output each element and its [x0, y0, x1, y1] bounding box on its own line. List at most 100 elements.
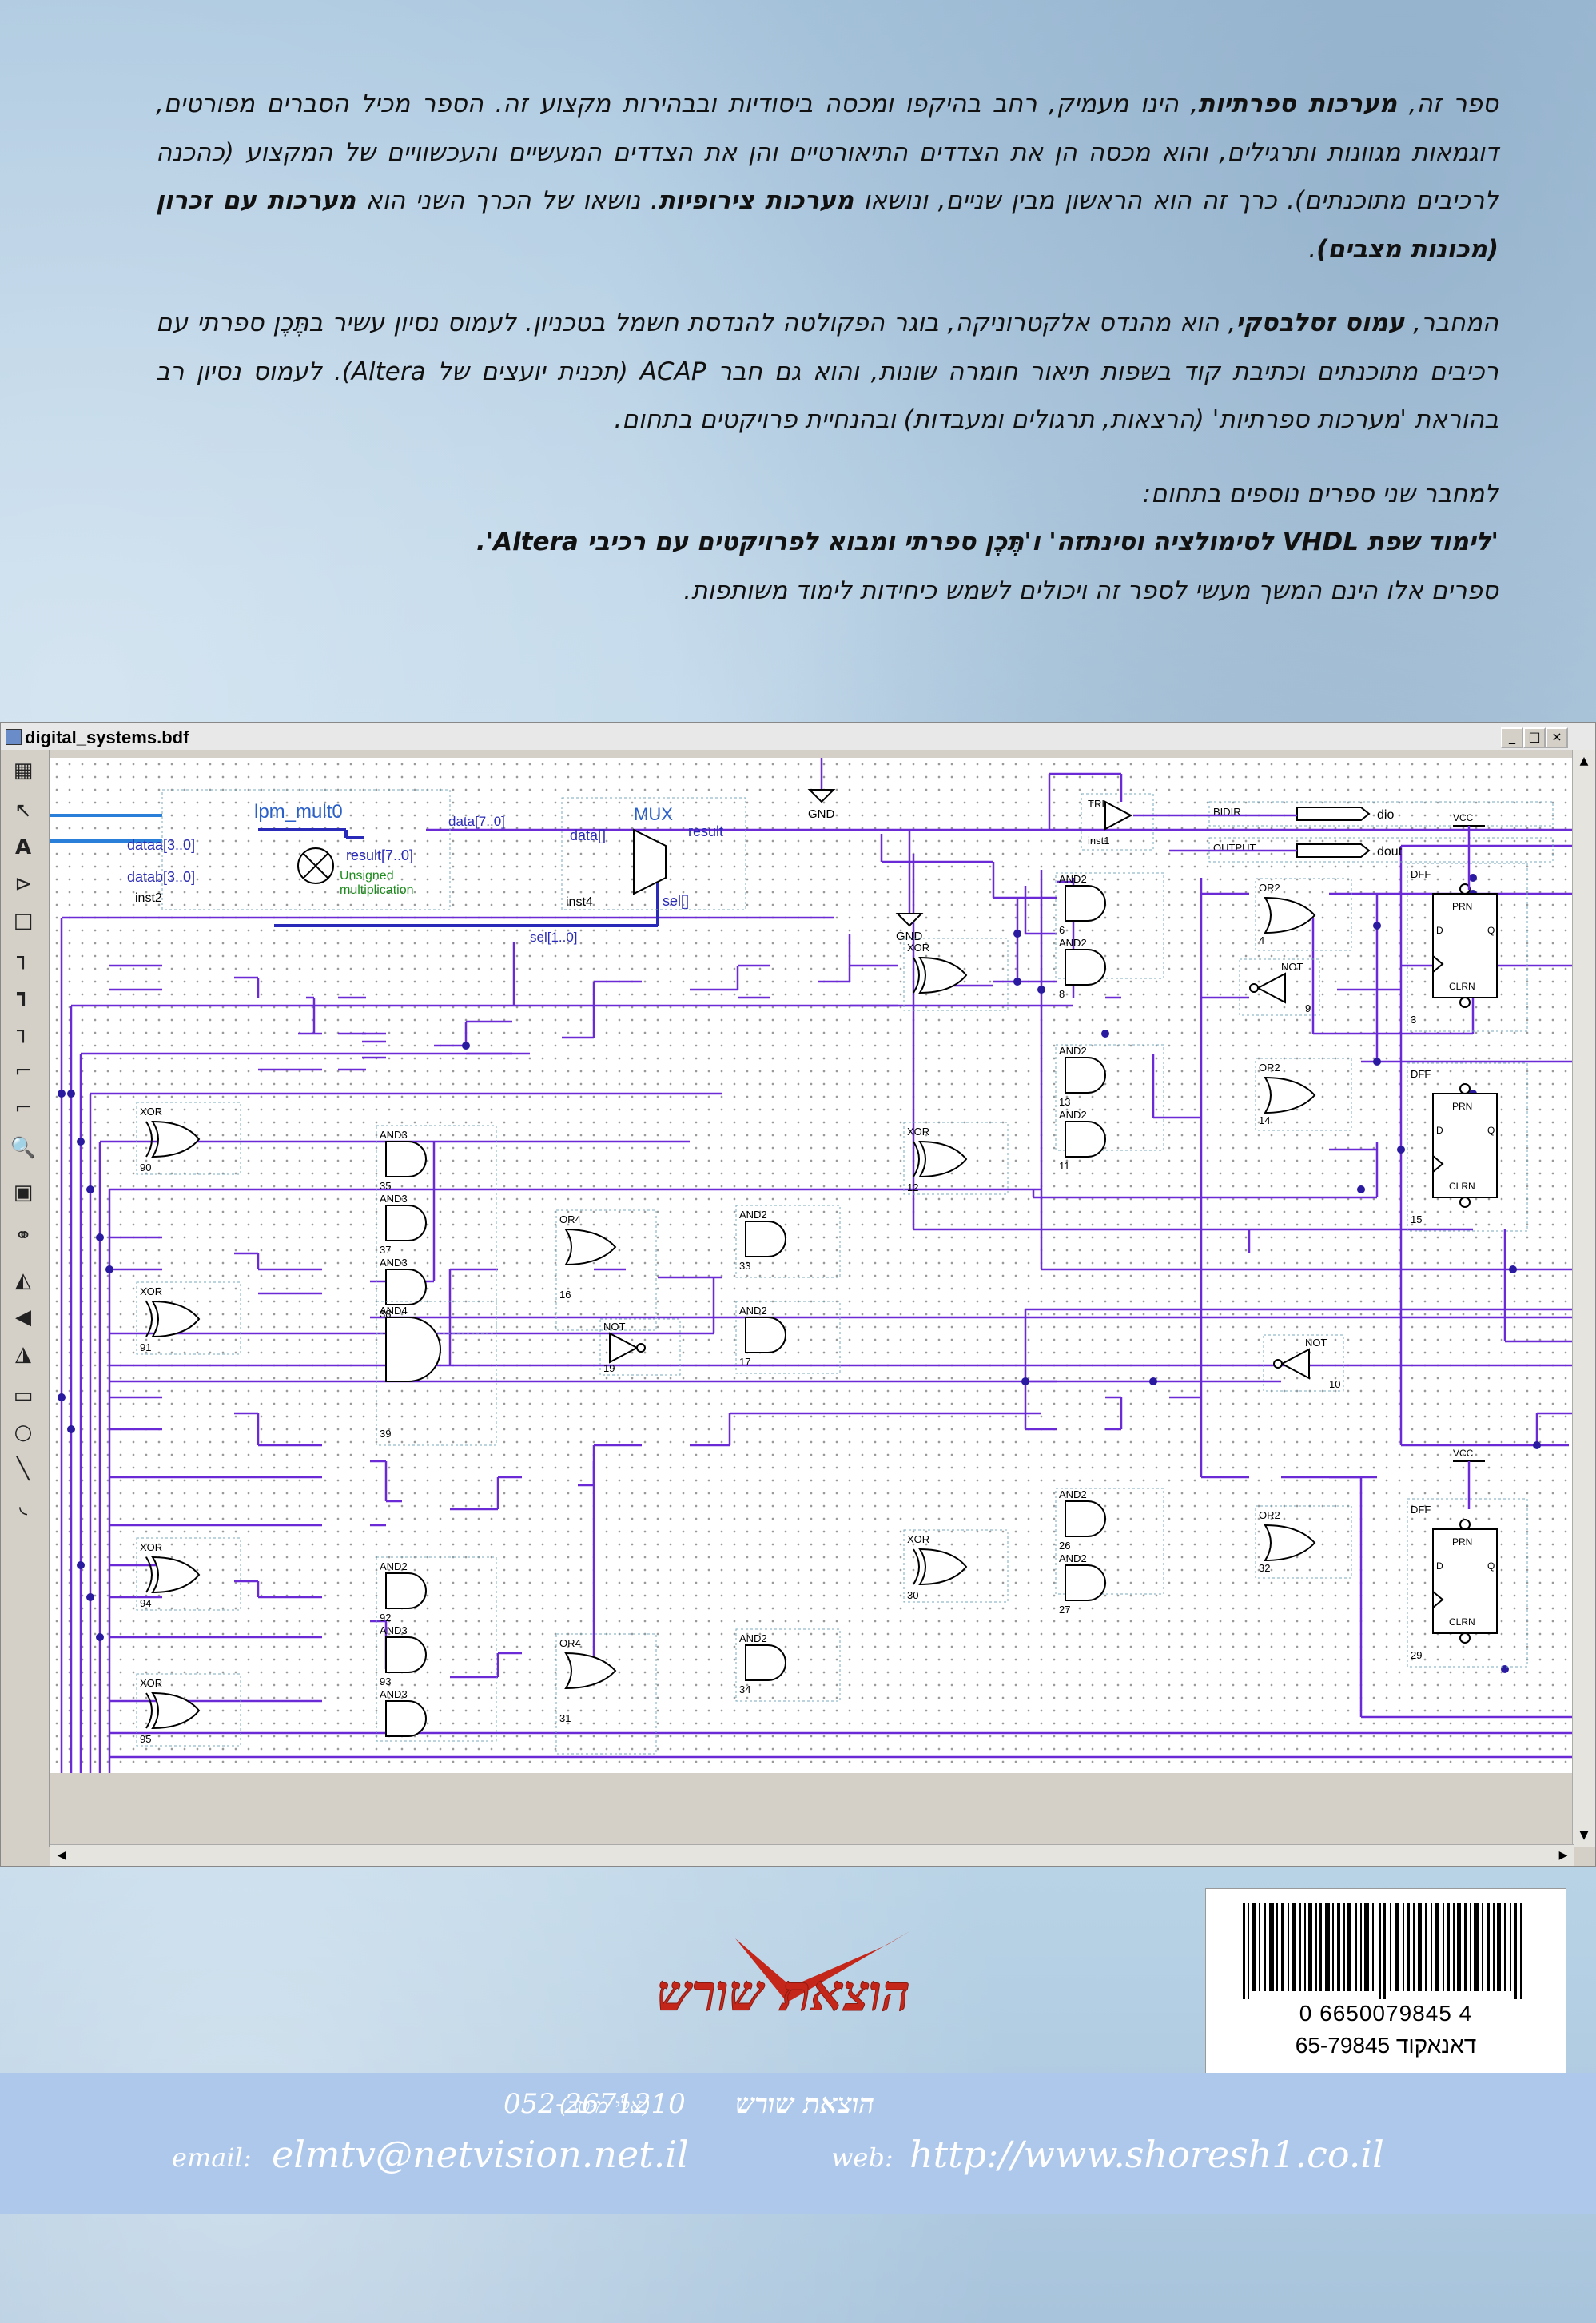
minimize-button[interactable]: _ [1501, 727, 1523, 748]
block-properties-icon[interactable]: ▦ [13, 759, 34, 783]
and4-gate-39: AND4 39 [376, 1301, 497, 1446]
back-cover-blurb: ספר זה, מערכות ספרתיות, הינו מעמיק, רחב … [156, 80, 1498, 615]
barcode-box: 0 6650079845 4 65-79845 דאנאקוד [1205, 1888, 1566, 2075]
flip-vertical-icon[interactable]: ◀ [15, 1305, 31, 1329]
blurb-paragraph-3: למחבר שני ספרים נוספים בתחום: [1142, 479, 1498, 508]
svg-text:D: D [1436, 925, 1443, 936]
horizontal-scrollbar[interactable]: ◀ ▶ [50, 1844, 1574, 1866]
symbol-tool-icon[interactable]: ⊳ [14, 872, 32, 896]
svg-text:93: 93 [380, 1676, 391, 1687]
web-label: web: [831, 2142, 894, 2173]
email-link[interactable]: elmtv@netvision.net.il [272, 2133, 689, 2176]
maximize-button[interactable]: □ [1523, 727, 1546, 748]
publisher-logo: הוצאת שורש [615, 1907, 959, 2034]
publisher-name: הוצאת שורש [735, 2088, 875, 2120]
full-screen-icon[interactable]: ▣ [13, 1181, 34, 1205]
document-icon [6, 729, 22, 745]
blurb-paragraph-1: ספר זה, מערכות ספרתיות, הינו מעמיק, רחב … [156, 90, 1499, 264]
or4-gate-16: OR4 16 [555, 1209, 657, 1331]
web-link[interactable]: http://www.shoresh1.co.il [909, 2133, 1384, 2176]
svg-text:AND2: AND2 [1059, 873, 1087, 885]
scroll-up-icon[interactable]: ▲ [1579, 755, 1589, 767]
svg-text:DFF: DFF [1411, 1068, 1431, 1080]
close-button[interactable]: × [1546, 727, 1568, 748]
rotate-icon[interactable]: ◮ [15, 1342, 31, 1366]
svg-text:OR2: OR2 [1259, 882, 1280, 894]
and3-gate-93: AND3 93 [380, 1624, 427, 1687]
output-pin-block [1208, 837, 1554, 863]
svg-text:8: 8 [1059, 988, 1065, 1000]
svg-text:NOT: NOT [1281, 961, 1303, 973]
svg-text:10: 10 [1329, 1378, 1340, 1390]
schematic-canvas[interactable]: lpm_mult0 dataa[3..0] datab[3..0] result… [50, 758, 1572, 1773]
svg-text:PRN: PRN [1452, 1101, 1472, 1112]
conduit-tool-icon[interactable]: ┐ [17, 1019, 30, 1043]
svg-text:34: 34 [739, 1683, 750, 1695]
line-tool-icon[interactable]: ╲ [17, 1457, 30, 1481]
svg-text:Q: Q [1487, 1560, 1495, 1572]
svg-text:39: 39 [380, 1428, 391, 1440]
tri-symbol [1104, 800, 1133, 831]
scroll-right-icon[interactable]: ▶ [1558, 1849, 1568, 1862]
gnd-symbol-1: GND [807, 758, 836, 821]
not-gate-9: NOT 9 [1239, 958, 1320, 1016]
svg-text:91: 91 [140, 1341, 151, 1353]
barcode-number: 0 6650079845 4 [1299, 2001, 1473, 2026]
block-tool-icon[interactable]: □ [13, 909, 34, 933]
danacode: 65-79845 דאנאקוד [1295, 2033, 1477, 2058]
svg-text:Q: Q [1487, 925, 1495, 936]
and2-gate-92: AND2 92 [376, 1556, 497, 1742]
svg-text:26: 26 [1059, 1540, 1070, 1552]
and3-gate-95: AND3 [380, 1688, 427, 1737]
window-titlebar: digital_systems.bdf _ □ × [1, 723, 1595, 750]
vcc-2: VCC [1453, 1448, 1485, 1509]
lpm-inst: inst2 [135, 891, 162, 905]
wires [60, 828, 1572, 1773]
svg-text:AND3: AND3 [380, 1129, 408, 1141]
svg-text:XOR: XOR [907, 1533, 929, 1545]
bidir-pin-symbol [1296, 807, 1371, 821]
zoom-tool-icon[interactable]: 🔍 [10, 1136, 37, 1160]
and2-gate-11: AND2 11 [1059, 1109, 1106, 1172]
svg-text:AND2: AND2 [380, 1560, 408, 1572]
dff-3: DFF PRN CLRN D Q 3 [1407, 863, 1528, 1032]
svg-text:9: 9 [1305, 1002, 1311, 1014]
dff-29: DFF PRN CLRN D Q 29 [1407, 1498, 1528, 1668]
svg-text:6: 6 [1059, 924, 1065, 936]
text-tool-icon[interactable]: A [14, 835, 32, 859]
output-signal: dout [1377, 845, 1403, 859]
arc-tool-icon[interactable]: ◟ [18, 1494, 28, 1518]
publisher-phone[interactable]: 052-2671210 [503, 2088, 686, 2120]
svg-text:11: 11 [1059, 1160, 1070, 1172]
partial-line-select-icon[interactable]: ⌐ [14, 1096, 32, 1120]
find-icon[interactable]: ⚭ [14, 1224, 32, 1248]
mux-block [561, 797, 746, 910]
svg-text:AND3: AND3 [380, 1624, 408, 1636]
orthogonal-node-tool-icon[interactable]: ┐ [17, 946, 30, 970]
svg-text:95: 95 [140, 1733, 151, 1745]
scroll-down-icon[interactable]: ▼ [1579, 1829, 1589, 1842]
svg-text:OR4: OR4 [559, 1213, 581, 1225]
svg-text:29: 29 [1411, 1649, 1422, 1661]
vertical-scrollbar[interactable]: ▲ ▼ [1572, 750, 1595, 1847]
rectangle-tool-icon[interactable]: ▭ [13, 1384, 34, 1408]
orthogonal-bus-tool-icon[interactable]: ┓ [17, 982, 30, 1006]
or2-gate-4: OR2 4 [1255, 878, 1352, 951]
svg-text:XOR: XOR [907, 942, 929, 954]
svg-text:DFF: DFF [1411, 868, 1431, 880]
svg-text:CLRN: CLRN [1449, 981, 1475, 992]
scroll-left-icon[interactable]: ◀ [57, 1849, 66, 1862]
or2-gate-14: OR2 14 [1255, 1058, 1352, 1131]
and2-gate-27: AND2 27 [1059, 1552, 1106, 1616]
svg-text:NOT: NOT [603, 1321, 626, 1333]
selection-tool-icon[interactable]: ↖ [14, 799, 32, 823]
oval-tool-icon[interactable]: ○ [14, 1420, 33, 1444]
and2-gate-28: AND2 26 [1055, 1488, 1164, 1595]
svg-text:35: 35 [380, 1180, 391, 1192]
tri-block [1081, 793, 1154, 851]
schematic-window: digital_systems.bdf _ □ × ▦ ↖ A ⊳ □ ┐ ┓ … [0, 722, 1596, 1867]
flip-horizontal-icon[interactable]: ◭ [15, 1269, 31, 1293]
rubberbanding-icon[interactable]: ⌐ [14, 1059, 32, 1083]
svg-text:32: 32 [1259, 1562, 1270, 1574]
and2-gate-33: AND2 33 [735, 1205, 841, 1278]
